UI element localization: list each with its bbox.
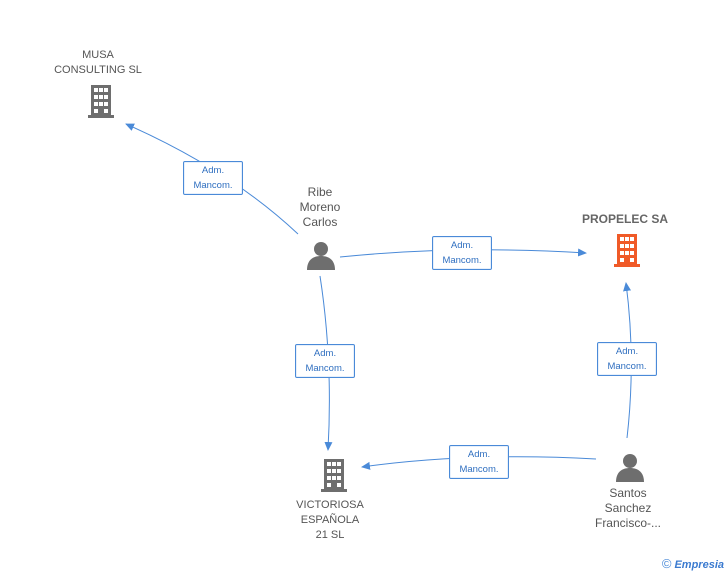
- edge-label-line2: Mancom.: [607, 361, 647, 372]
- footer: ©Empresia: [662, 556, 724, 571]
- edge-label-line2: Mancom.: [442, 255, 482, 266]
- person-icon[interactable]: [614, 452, 646, 482]
- edge-label-ribe-victoriosa[interactable]: Adm. Mancom.: [295, 344, 355, 378]
- building-icon[interactable]: [318, 458, 350, 492]
- building-icon[interactable]: [611, 233, 643, 267]
- edge-label-line2: Mancom.: [305, 363, 345, 374]
- edge-label-ribe-musa[interactable]: Adm. Mancom.: [183, 161, 243, 195]
- node-label-santos: Santos Sanchez Francisco-...: [594, 486, 661, 530]
- edge-label-line2: Mancom.: [193, 180, 233, 191]
- edge-label-ribe-propelec[interactable]: Adm. Mancom.: [432, 236, 492, 270]
- edge-label-santos-propelec[interactable]: Adm. Mancom.: [597, 342, 657, 376]
- node-label-ribe: Ribe Moreno Carlos: [299, 185, 341, 229]
- person-icon[interactable]: [305, 240, 337, 270]
- edge-label-line1: Adm.: [313, 348, 337, 359]
- brand-logo[interactable]: Empresia: [674, 559, 724, 571]
- edge-label-line2: Mancom.: [459, 464, 499, 475]
- node-label-propelec: PROPELEC SA: [581, 212, 668, 226]
- edge-label-line1: Adm.: [615, 346, 639, 357]
- edge-label-line1: Adm.: [201, 165, 225, 176]
- building-icon[interactable]: [85, 84, 117, 118]
- node-label-victoriosa: VICTORIOSA ESPAÑOLA 21 SL: [296, 499, 364, 541]
- node-label-musa: MUSA CONSULTING SL: [54, 49, 142, 76]
- edge-label-line1: Adm.: [467, 449, 491, 460]
- copyright-icon: ©: [661, 556, 672, 571]
- edge-label-santos-victoriosa[interactable]: Adm. Mancom.: [449, 445, 509, 479]
- edge-label-line1: Adm.: [450, 240, 474, 251]
